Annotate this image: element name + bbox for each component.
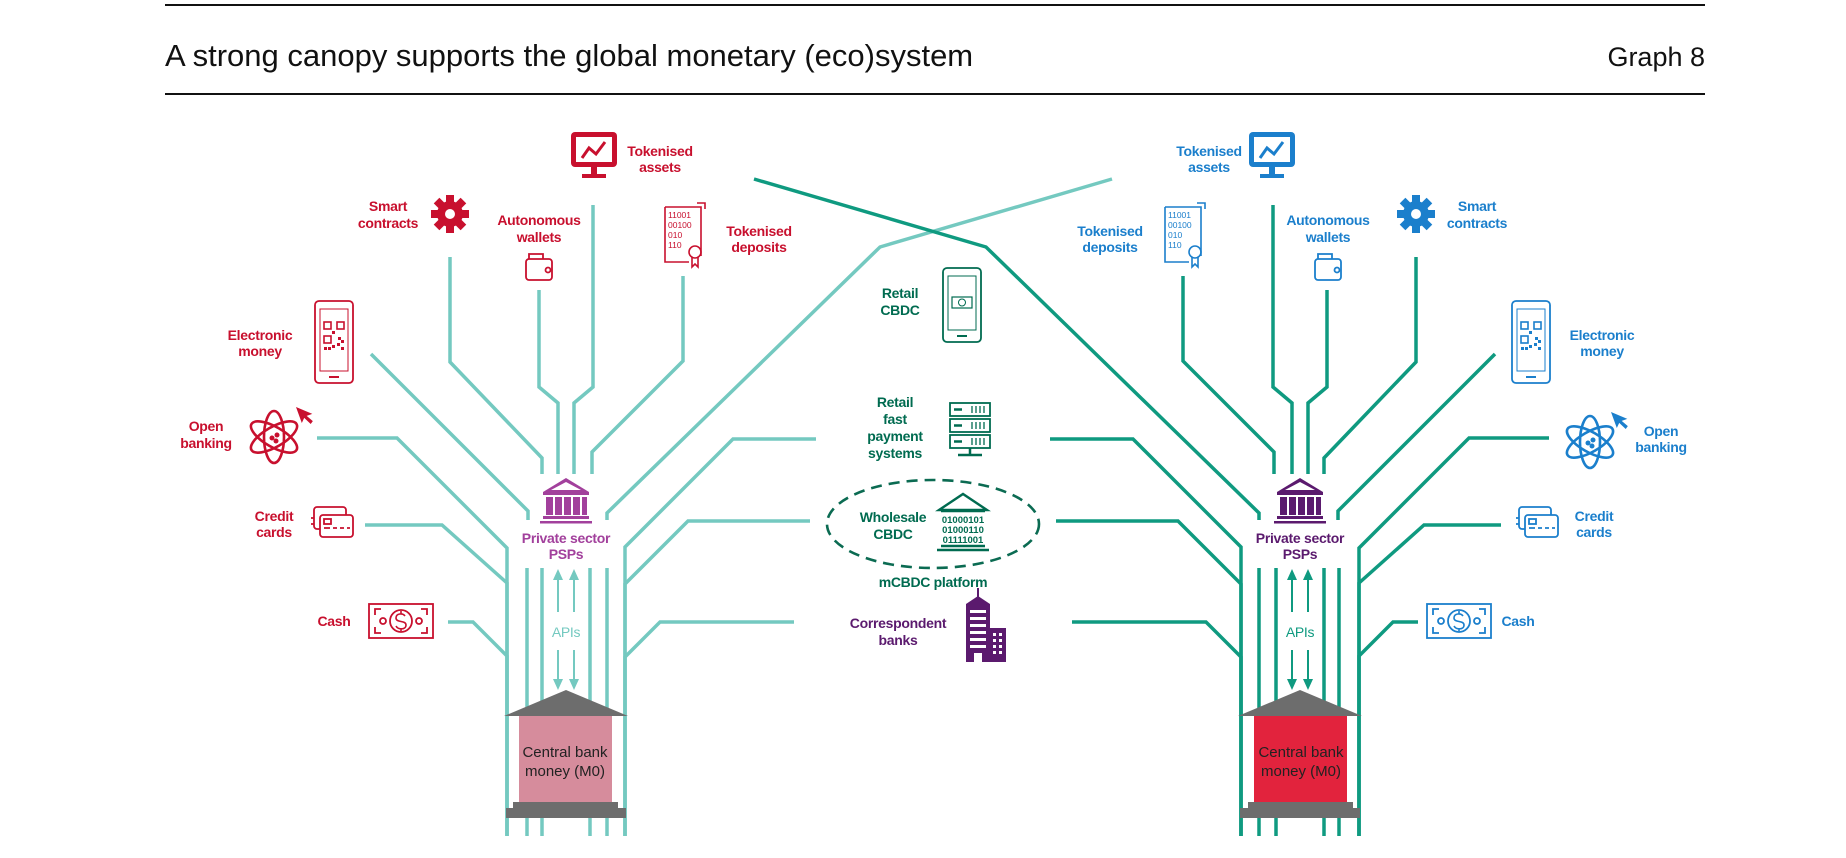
left-tree-lines [315, 177, 1114, 838]
binary-text: 01000110 [942, 525, 984, 536]
skyscraper-icon [966, 588, 1006, 662]
central-bank-label: Central bank [522, 744, 608, 761]
retail-fps-label: Retail [877, 394, 913, 410]
tokenised-deposits-label: Tokenised [726, 223, 792, 239]
left-system: Tokenised assets Smart contracts Autonom… [180, 130, 792, 640]
banknote-icon [1426, 603, 1492, 639]
cash-label: Cash [317, 613, 350, 629]
mcbdc-platform-label: mCBDC platform [879, 574, 988, 590]
binary-text: 110 [1168, 240, 1182, 250]
binary-text: 010 [1168, 230, 1182, 240]
binary-text: 010 [668, 230, 682, 240]
right-system: Tokenised assets Smart contracts Autonom… [1077, 130, 1687, 640]
retail-cbdc-label: CBDC [880, 302, 919, 318]
phone-qr-icon [314, 300, 354, 384]
tokenised-deposits-label: deposits [731, 239, 787, 255]
psps-label: PSPs [549, 546, 584, 562]
tokenised-assets-label: assets [1188, 159, 1230, 175]
electronic-money-label: money [238, 343, 282, 359]
smart-contracts-label: Smart [1458, 198, 1497, 214]
credit-cards-label: Credit [255, 508, 294, 524]
wallet-icon [525, 253, 553, 281]
tokenised-assets-label: Tokenised [627, 143, 693, 159]
wallet-icon [1314, 253, 1342, 281]
electronic-money-label: money [1580, 343, 1624, 359]
psps-label: Private sector [522, 530, 611, 546]
right-central-bank: Central bank money (M0) [1258, 744, 1344, 780]
binary-text: 01000101 [942, 515, 985, 526]
central-bank-label: money (M0) [525, 763, 605, 780]
binary-text: 11001 [668, 210, 691, 220]
bank-building-icon [1274, 478, 1326, 524]
cursor-icon [1611, 407, 1631, 432]
credit-cards-icon [1515, 506, 1559, 538]
retail-fps-label: systems [868, 445, 922, 461]
retail-fps-label: fast [883, 411, 907, 427]
binary-text: 01111001 [943, 535, 984, 546]
phone-qr-icon [1511, 300, 1551, 384]
cursor-icon [296, 402, 316, 427]
electronic-money-label: Electronic [1570, 327, 1635, 343]
autonomous-wallets-label: wallets [516, 229, 562, 245]
wholesale-cbdc-label: CBDC [873, 526, 912, 542]
apis-label: APIs [1286, 624, 1315, 640]
cash-label: Cash [1501, 613, 1534, 629]
monitor-chart-icon [1247, 130, 1297, 180]
credit-cards-label: cards [256, 524, 292, 540]
mcbdc-platform-boundary [825, 478, 1041, 570]
tokenised-assets-label: Tokenised [1176, 143, 1242, 159]
tokenised-deposits-label: Tokenised [1077, 223, 1143, 239]
phone-banknote-icon [942, 267, 982, 343]
autonomous-wallets-label: wallets [1305, 229, 1351, 245]
atom-icon [245, 409, 303, 465]
right-tree-lines [752, 177, 1551, 838]
autonomous-wallets-label: Autonomous [497, 212, 581, 228]
tokenised-assets-label: assets [639, 159, 681, 175]
binary-text: 00100 [668, 220, 692, 230]
wholesale-cbdc-label: Wholesale [860, 509, 927, 525]
bank-building-icon [540, 478, 592, 524]
page-title: A strong canopy supports the global mone… [165, 38, 973, 73]
psps-label: Private sector [1256, 530, 1345, 546]
apis-label: APIs [552, 624, 581, 640]
left-central-bank: Central bank money (M0) [522, 744, 608, 780]
binary-text: 11001 [1168, 210, 1191, 220]
gear-icon [431, 195, 469, 233]
credit-cards-label: cards [1576, 524, 1612, 540]
open-banking-label: banking [180, 435, 232, 451]
atom-icon [1561, 414, 1619, 470]
autonomous-wallets-label: Autonomous [1286, 212, 1370, 228]
correspondent-banks-label: Correspondent [850, 615, 947, 631]
banknote-icon [368, 603, 434, 639]
central-bank-label: Central bank [1258, 744, 1344, 761]
binary-text: 110 [668, 240, 682, 250]
retail-cbdc-label: Retail [882, 285, 918, 301]
central-bank-label: money (M0) [1261, 763, 1341, 780]
psps-label: PSPs [1283, 546, 1318, 562]
open-banking-label: Open [1644, 423, 1679, 439]
center-infrastructure: Retail CBDC Retail fast payment systems … [825, 267, 1041, 662]
binary-text: 00100 [1168, 220, 1192, 230]
tokenised-deposits-label: deposits [1082, 239, 1138, 255]
server-icon [948, 401, 992, 457]
credit-cards-label: Credit [1575, 508, 1614, 524]
smart-contracts-label: contracts [1447, 215, 1508, 231]
open-banking-label: Open [189, 418, 224, 434]
retail-fps-label: payment [867, 428, 923, 444]
graph-label: Graph 8 [1607, 42, 1705, 72]
gear-icon [1397, 195, 1435, 233]
credit-cards-icon [310, 506, 354, 538]
smart-contracts-label: Smart [369, 198, 408, 214]
electronic-money-label: Electronic [228, 327, 293, 343]
smart-contracts-label: contracts [358, 215, 419, 231]
open-banking-label: banking [1635, 439, 1687, 455]
correspondent-banks-label: banks [879, 632, 918, 648]
monitor-chart-icon [569, 130, 619, 180]
